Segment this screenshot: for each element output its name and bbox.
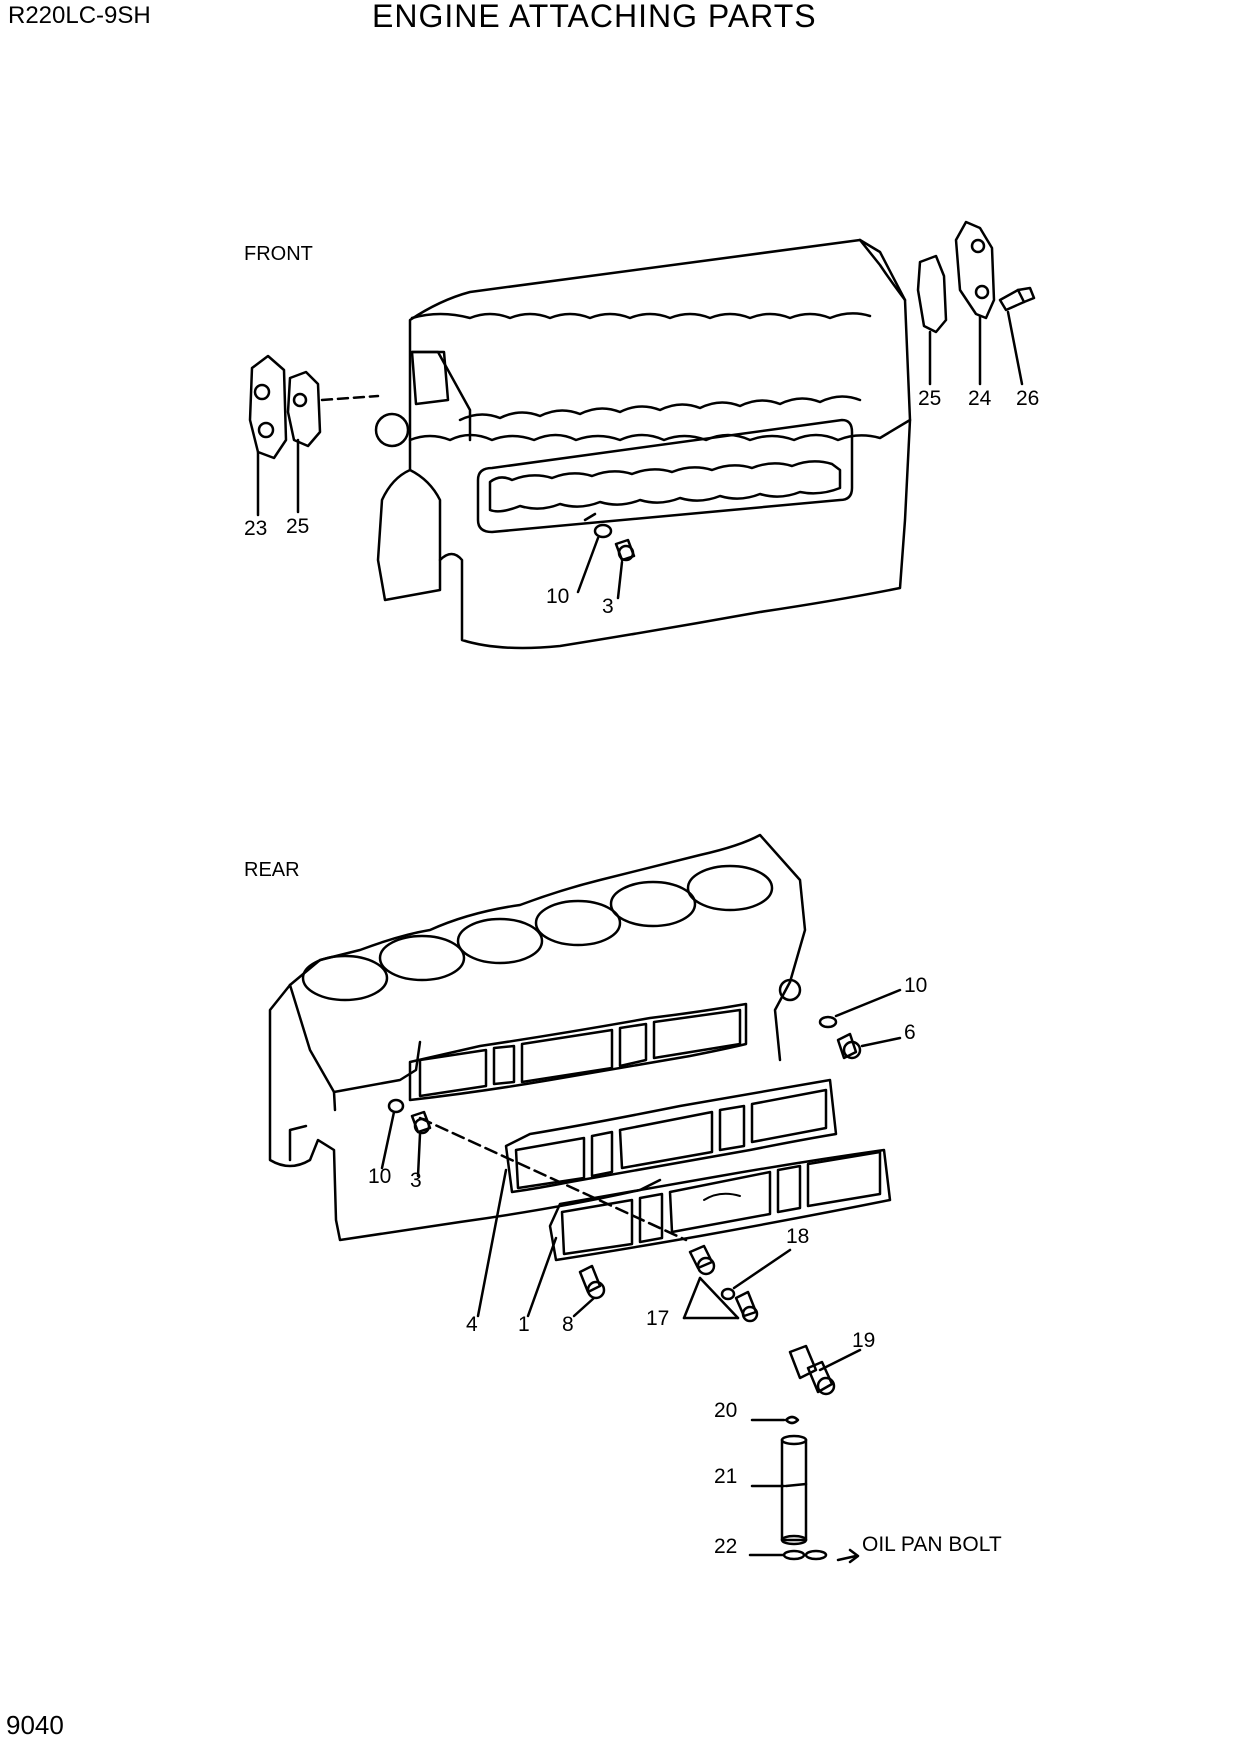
front-callout: 3 (602, 595, 614, 618)
front-view-label: FRONT (244, 243, 313, 265)
rear-callout: 1 (518, 1313, 530, 1336)
rear-callout: 21 (714, 1465, 738, 1488)
page-title: ENGINE ATTACHING PARTS (372, 0, 817, 34)
rear-callout: 20 (714, 1399, 738, 1422)
rear-callout: 17 (646, 1307, 670, 1330)
front-callout: 26 (1016, 387, 1040, 410)
front-callout: 23 (244, 517, 268, 540)
front-callout: 25 (286, 515, 310, 538)
rear-callout: 4 (466, 1313, 478, 1336)
oil-pan-bolt-note: OIL PAN BOLT (862, 1533, 1002, 1556)
rear-callout: 19 (852, 1329, 876, 1352)
rear-callout: 18 (786, 1225, 810, 1248)
model-number: R220LC-9SH (8, 2, 151, 29)
page-number: 9040 (6, 1710, 64, 1740)
front-callout: 24 (968, 387, 992, 410)
rear-engine-block (268, 833, 902, 1564)
rear-callout: 10 (368, 1165, 392, 1188)
rear-callout: 8 (562, 1313, 574, 1336)
front-engine-block (248, 220, 1036, 650)
front-callout: 25 (918, 387, 942, 410)
rear-callout: 6 (904, 1021, 916, 1044)
rear-view-label: REAR (244, 859, 300, 881)
front-callout: 10 (546, 585, 570, 608)
rear-callout: 22 (714, 1535, 738, 1558)
rear-callout: 3 (410, 1169, 422, 1192)
rear-callout: 10 (904, 974, 928, 997)
